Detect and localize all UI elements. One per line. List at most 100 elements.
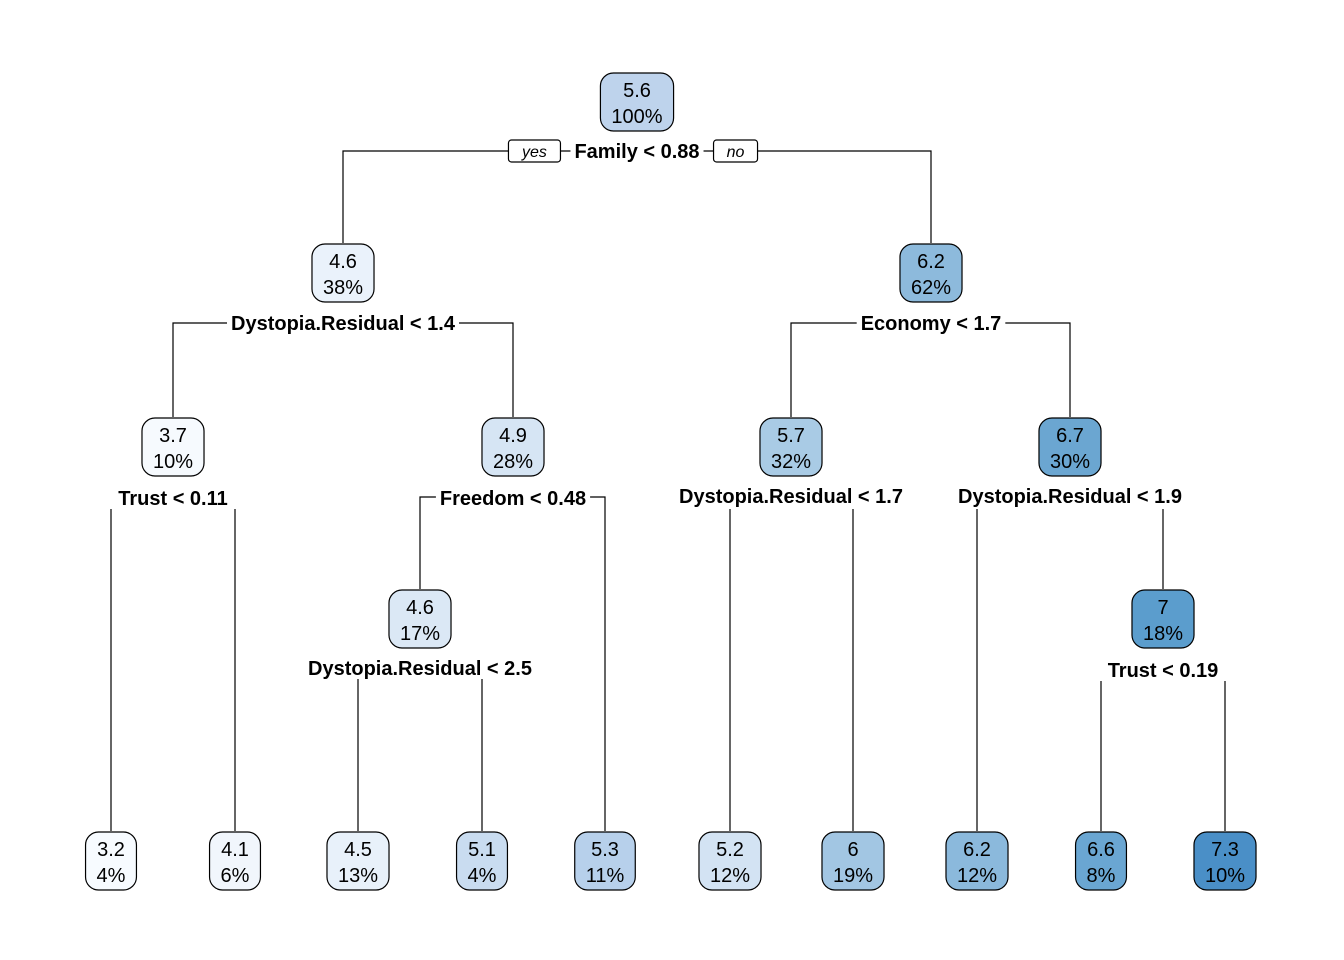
yes-tag-box (507, 139, 562, 163)
tree-edge (342, 150, 571, 243)
node-box (759, 417, 823, 477)
split-label: Dystopia.Residual < 2.5 (308, 658, 532, 680)
node-value: 5.6 (623, 80, 651, 102)
node-percent: 30% (1050, 451, 1090, 473)
split-label: Dystopia.Residual < 1.9 (958, 486, 1182, 508)
leaf-node: 7.310% (1193, 831, 1257, 891)
tree-edge (590, 496, 606, 831)
node-percent: 12% (710, 865, 750, 887)
node-value: 7 (1157, 597, 1168, 619)
node-percent: 10% (153, 451, 193, 473)
leaf-node: 6.68% (1074, 831, 1128, 891)
node-box (1131, 589, 1195, 649)
node-value: 6.2 (963, 839, 991, 861)
tree-node: 4.928% (481, 417, 545, 477)
leaf-node: 3.24% (84, 831, 138, 891)
split-label: Trust < 0.19 (1108, 660, 1219, 682)
node-percent: 8% (1087, 865, 1116, 887)
tree-edge (419, 496, 436, 589)
node-box (821, 831, 885, 891)
node-percent: 32% (771, 451, 811, 473)
node-box (945, 831, 1009, 891)
node-box (899, 243, 963, 303)
tree-edge (172, 322, 228, 417)
node-box (481, 417, 545, 477)
node-box (388, 589, 452, 649)
split-label: Family < 0.88 (574, 141, 699, 163)
leaf-node: 4.513% (326, 831, 390, 891)
node-value: 5.7 (777, 425, 805, 447)
tree-edge (1005, 322, 1071, 417)
node-percent: 4% (468, 865, 497, 887)
leaf-node: 5.14% (455, 831, 509, 891)
node-value: 6.6 (1087, 839, 1115, 861)
node-box (455, 831, 509, 891)
tree-edge (703, 150, 932, 243)
tree-node: 3.710% (141, 417, 205, 477)
leaf-node: 5.311% (574, 831, 636, 891)
node-percent: 6% (221, 865, 250, 887)
node-box (141, 417, 205, 477)
node-box (1074, 831, 1128, 891)
node-value: 6.7 (1056, 425, 1084, 447)
node-value: 5.3 (591, 839, 619, 861)
node-percent: 18% (1143, 623, 1183, 645)
leaf-node: 5.212% (698, 831, 762, 891)
node-percent: 38% (323, 277, 363, 299)
tree-node: 718% (1131, 589, 1195, 649)
split-label: Trust < 0.11 (118, 488, 228, 510)
node-value: 3.7 (159, 425, 187, 447)
tree-node: 5.732% (759, 417, 823, 477)
leaf-node: 6.212% (945, 831, 1009, 891)
node-value: 5.1 (468, 839, 496, 861)
node-percent: 12% (957, 865, 997, 887)
tree-node: 4.638% (311, 243, 375, 303)
node-box (698, 831, 762, 891)
split-label: Dystopia.Residual < 1.7 (679, 486, 903, 508)
node-box (599, 72, 675, 132)
node-percent: 13% (338, 865, 378, 887)
no-tag: no (727, 144, 745, 161)
node-percent: 10% (1205, 865, 1245, 887)
node-percent: 100% (611, 106, 662, 128)
tree-node: 6.262% (899, 243, 963, 303)
node-value: 6 (847, 839, 858, 861)
tree-node: 6.730% (1038, 417, 1102, 477)
node-percent: 62% (911, 277, 951, 299)
node-percent: 4% (97, 865, 126, 887)
node-value: 3.2 (97, 839, 125, 861)
node-value: 4.9 (499, 425, 527, 447)
no-tag-box (712, 139, 759, 163)
tree-nodes: 5.6100%4.638%6.262%3.710%4.928%5.732%6.7… (84, 72, 1257, 891)
leaf-node: 4.16% (208, 831, 262, 891)
node-box (311, 243, 375, 303)
node-value: 4.5 (344, 839, 372, 861)
node-percent: 17% (400, 623, 440, 645)
node-box (1038, 417, 1102, 477)
tree-edges (110, 150, 1226, 831)
node-box (84, 831, 138, 891)
node-value: 4.6 (406, 597, 434, 619)
branch-tags: yes no (507, 139, 759, 163)
tree-edge (790, 322, 857, 417)
node-box (208, 831, 262, 891)
node-box (1193, 831, 1257, 891)
node-percent: 28% (493, 451, 533, 473)
split-label: Dystopia.Residual < 1.4 (231, 313, 456, 335)
split-label: Economy < 1.7 (861, 313, 1002, 335)
tree-edge (458, 322, 514, 417)
tree-node: 5.6 100% (599, 72, 675, 132)
node-value: 5.2 (716, 839, 744, 861)
node-percent: 19% (833, 865, 873, 887)
leaf-node: 619% (821, 831, 885, 891)
node-value: 4.1 (221, 839, 249, 861)
node-value: 6.2 (917, 251, 945, 273)
node-box (574, 831, 636, 891)
node-value: 7.3 (1211, 839, 1239, 861)
node-value: 4.6 (329, 251, 357, 273)
split-label: Freedom < 0.48 (440, 488, 586, 510)
node-percent: 11% (586, 865, 625, 887)
yes-tag: yes (521, 144, 547, 161)
